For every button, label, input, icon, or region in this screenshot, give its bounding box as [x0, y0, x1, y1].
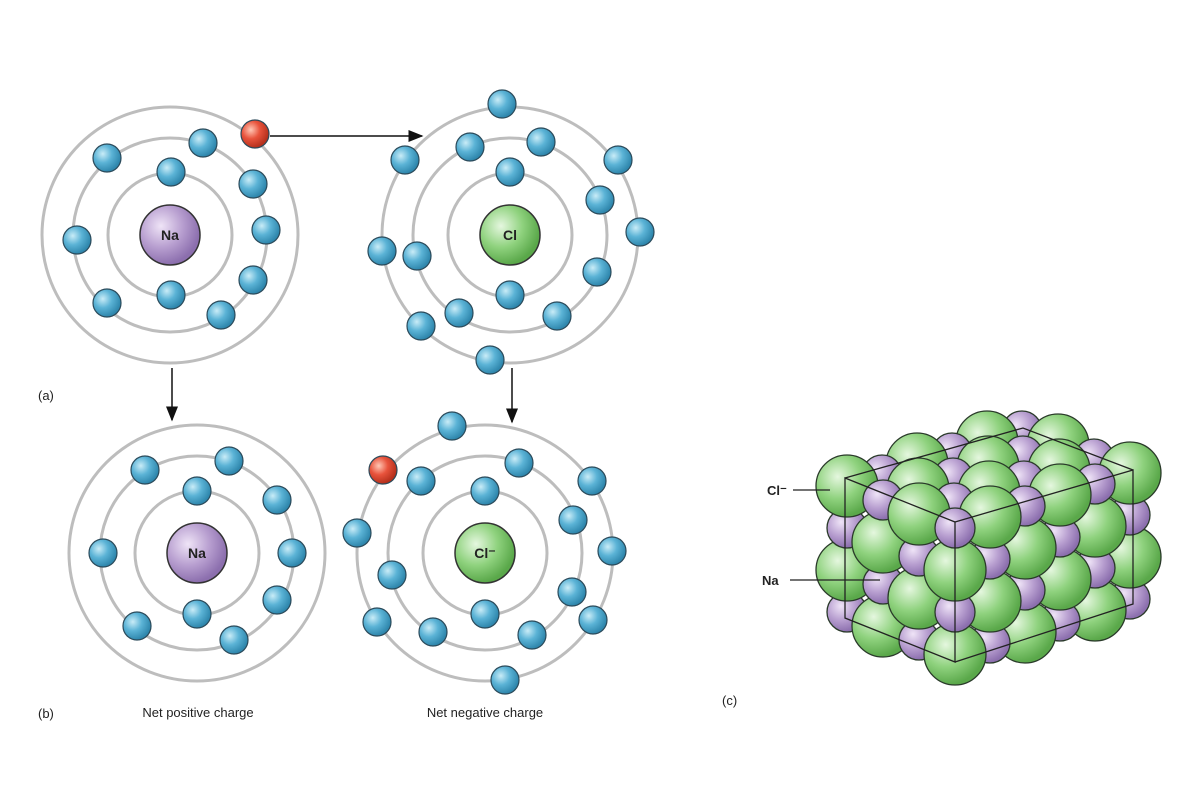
crystal-unit-outline	[844, 427, 1134, 663]
electron	[262, 485, 292, 515]
electron-shell	[67, 423, 327, 683]
electron	[62, 225, 92, 255]
electron	[470, 599, 500, 629]
electron	[377, 560, 407, 590]
electron	[251, 215, 281, 245]
net-negative-caption: Net negative charge	[427, 705, 543, 720]
electron	[156, 280, 186, 310]
electron	[122, 611, 152, 641]
electron	[582, 257, 612, 287]
electron	[490, 665, 520, 695]
electron	[362, 607, 392, 637]
electron	[188, 128, 218, 158]
net-positive-caption: Net positive charge	[142, 705, 253, 720]
electron	[585, 185, 615, 215]
na-ion-symbol: Na	[188, 545, 206, 561]
electron	[88, 538, 118, 568]
crystal-cl-label: Cl⁻	[767, 483, 787, 498]
electron	[367, 236, 397, 266]
electron	[206, 300, 236, 330]
na-nucleus-a: Na	[139, 204, 201, 266]
electron	[578, 605, 608, 635]
electron	[402, 241, 432, 271]
electron	[558, 505, 588, 535]
electron	[557, 577, 587, 607]
electron	[444, 298, 474, 328]
electron	[390, 145, 420, 175]
electron	[470, 476, 500, 506]
electron	[219, 625, 249, 655]
panel-label-c: (c)	[722, 693, 737, 708]
electron	[182, 476, 212, 506]
electron-shell	[40, 105, 300, 365]
transferred-electron	[240, 119, 270, 149]
panel-label-b: (b)	[38, 706, 54, 721]
electron	[625, 217, 655, 247]
na-ion-nucleus-b: Na	[166, 522, 228, 584]
na-symbol: Na	[161, 227, 179, 243]
electrons	[62, 89, 655, 695]
electron	[342, 518, 372, 548]
electron	[603, 145, 633, 175]
electron	[406, 311, 436, 341]
electron	[238, 265, 268, 295]
electron	[406, 466, 436, 496]
electron	[526, 127, 556, 157]
electron	[577, 466, 607, 496]
electron	[214, 446, 244, 476]
electron	[542, 301, 572, 331]
cl-ion-symbol: Cl⁻	[474, 545, 495, 561]
electron	[597, 536, 627, 566]
electron	[437, 411, 467, 441]
electron	[487, 89, 517, 119]
electron	[517, 620, 547, 650]
electron	[182, 599, 212, 629]
electron	[156, 157, 186, 187]
electron	[262, 585, 292, 615]
electron	[130, 455, 160, 485]
cl-nucleus-a: Cl	[479, 204, 541, 266]
transferred-electron	[368, 455, 398, 485]
electron-shells	[40, 105, 640, 683]
electron	[92, 288, 122, 318]
nacl-crystal-lattice	[815, 410, 1162, 686]
electron-shell	[411, 136, 609, 334]
crystal-na-label: Na	[762, 573, 779, 588]
electron	[455, 132, 485, 162]
electron	[418, 617, 448, 647]
electron	[495, 280, 525, 310]
electron-shell	[386, 454, 584, 652]
cl-ion-nucleus-b: Cl⁻	[454, 522, 516, 584]
cl-symbol: Cl	[503, 227, 517, 243]
electron	[475, 345, 505, 375]
electron	[495, 157, 525, 187]
electron	[238, 169, 268, 199]
panel-label-a: (a)	[38, 388, 54, 403]
electron	[504, 448, 534, 478]
electron	[92, 143, 122, 173]
electron	[277, 538, 307, 568]
